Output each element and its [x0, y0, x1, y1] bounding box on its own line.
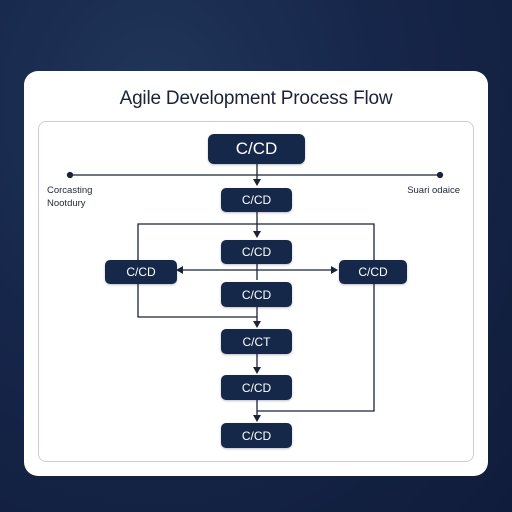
loop-right: [257, 223, 375, 412]
node-right: C/CD: [339, 260, 407, 284]
node-3: C/CD: [221, 282, 292, 307]
node-top: C/CD: [208, 134, 305, 164]
timeline-start-dot: [66, 171, 74, 179]
right-side-label: Suari odaice: [407, 185, 460, 196]
node-2: C/CD: [221, 240, 292, 264]
node-6: C/CD: [221, 423, 292, 448]
connector-lines: [66, 164, 444, 422]
left-label-line2: Nootdury: [47, 198, 86, 209]
diagram-card: Agile Development Process Flow: [24, 71, 488, 476]
diagram-title: Agile Development Process Flow: [119, 88, 393, 109]
left-side-label: Corcasting Nootdury: [47, 184, 117, 210]
node-5: C/CD: [221, 375, 292, 400]
node-1: C/CD: [221, 188, 292, 212]
node-left: C/CD: [105, 260, 177, 284]
left-label-line1: Corcasting: [47, 185, 93, 196]
node-4: C/CT: [221, 329, 292, 354]
timeline-end-dot: [436, 171, 444, 179]
